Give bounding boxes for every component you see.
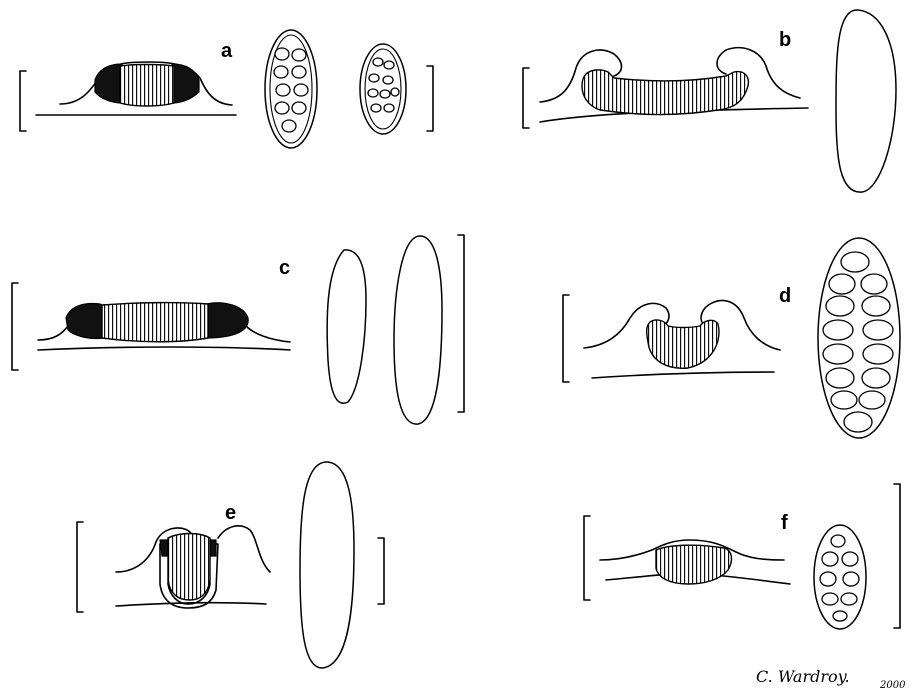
panel-c-disc: [102, 303, 208, 342]
panel-d-disc: [647, 320, 719, 368]
panel-c-spore-1: [327, 250, 366, 403]
panel-c-left-bracket: [12, 283, 18, 370]
panel-a-margin-right: [172, 64, 199, 103]
panel-f-left-bracket: [584, 516, 590, 600]
panel-e-thallus-outline-right: [218, 526, 270, 572]
panel-a-disc: [120, 65, 174, 107]
panel-c: c: [12, 235, 464, 424]
panel-e-disc: [168, 534, 210, 601]
signature-name: C. Wardroy.: [756, 667, 850, 686]
panel-a-margin-left: [95, 64, 122, 103]
panel-f-right-bracket: [894, 484, 900, 628]
panel-d-label: d: [779, 285, 791, 307]
panel-e: e: [77, 462, 384, 668]
panel-a-left-bracket: [20, 71, 26, 131]
panel-b-left-bracket: [523, 68, 529, 128]
panel-c-margin-right: [206, 303, 248, 338]
panel-c-thallus-outline-right: [246, 326, 290, 342]
panel-f-disc: [656, 545, 731, 584]
panel-c-right-bracket: [458, 235, 464, 412]
panel-e-left-bracket: [77, 522, 83, 612]
panel-c-thallus-outline: [38, 326, 68, 340]
panel-d-left-bracket: [563, 295, 569, 382]
panel-a-spore-1: [265, 30, 317, 148]
panel-c-margin-left: [66, 304, 104, 339]
panel-b-spore: [836, 10, 896, 192]
panel-a-right-bracket: [427, 66, 433, 131]
panel-c-substrate-line: [38, 347, 290, 350]
panel-a-spore-2: [360, 44, 406, 134]
panel-d-spore: [818, 238, 900, 438]
panel-f-spore: [814, 525, 866, 629]
panel-e-spore: [300, 462, 354, 668]
artist-signature: C. Wardroy. 2000: [756, 667, 906, 691]
panel-b-disc: [582, 70, 748, 115]
panel-f-label: f: [781, 512, 788, 534]
panel-b: b: [523, 10, 896, 192]
panel-a: a: [20, 30, 433, 148]
panel-e-label: e: [225, 502, 236, 524]
panel-b-label: b: [779, 29, 791, 51]
panel-a-label: a: [221, 40, 233, 62]
panel-c-label: c: [279, 257, 290, 279]
panel-e-right-bracket: [378, 538, 384, 604]
panel-d: d: [563, 238, 900, 438]
signature-year: 2000: [879, 680, 906, 691]
panel-c-spore-2: [394, 236, 442, 424]
panel-f: f: [584, 484, 900, 629]
panel-d-substrate-line: [592, 372, 774, 378]
